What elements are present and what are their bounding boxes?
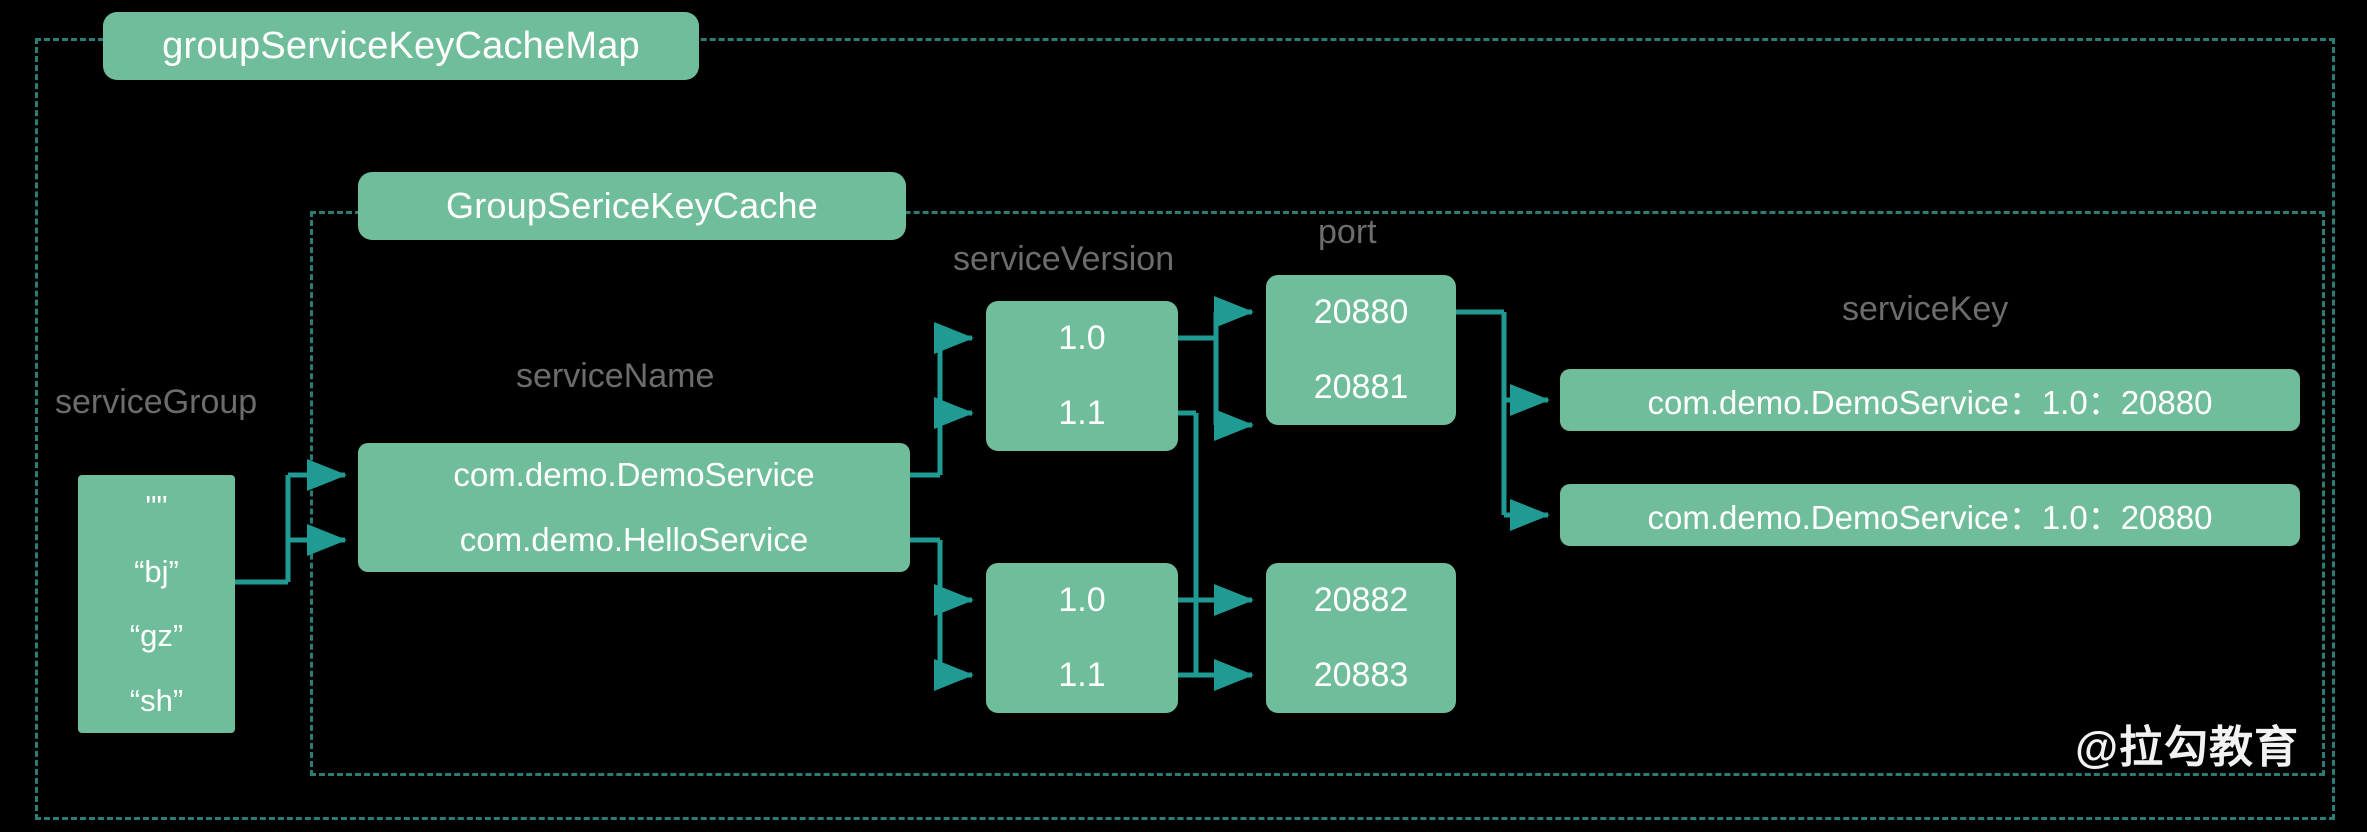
- port-cell: 20880: [1313, 293, 1409, 331]
- outer-group-boundary: [35, 38, 2335, 820]
- caption-port: port: [1318, 213, 1377, 251]
- service-name-cell: com.demo.HelloService: [459, 520, 809, 558]
- port-stack-2: 20882 20883: [1266, 563, 1456, 713]
- service-version-stack-2: 1.0 1.1: [986, 563, 1178, 713]
- port-cell: 20882: [1313, 581, 1409, 619]
- service-key-box-1: com.demo.DemoService：1.0：20880: [1560, 369, 2300, 431]
- watermark: @拉勾教育: [2075, 723, 2299, 772]
- service-group-cell: "": [145, 489, 168, 525]
- service-key-box-2: com.demo.DemoService：1.0：20880: [1560, 484, 2300, 546]
- inner-group-boundary: [310, 211, 2325, 776]
- service-group-cell: “bj”: [134, 553, 179, 589]
- service-version-stack-1: 1.0 1.1: [986, 301, 1178, 451]
- cache-title-pill: GroupSericeKeyCache: [358, 172, 906, 240]
- caption-service-name: serviceName: [516, 357, 715, 395]
- service-name-stack: com.demo.DemoService com.demo.HelloServi…: [358, 443, 910, 572]
- service-version-cell: 1.1: [1058, 394, 1106, 432]
- service-version-cell: 1.0: [1058, 581, 1106, 619]
- service-group-cell: “sh”: [129, 682, 184, 718]
- caption-service-key: serviceKey: [1842, 290, 2009, 328]
- caption-service-version: serviceVersion: [953, 240, 1175, 278]
- service-name-cell: com.demo.DemoService: [453, 456, 815, 494]
- service-version-cell: 1.1: [1058, 656, 1106, 694]
- service-group-cell: “gz”: [129, 618, 184, 654]
- map-title-pill: groupServiceKeyCacheMap: [103, 12, 699, 80]
- service-group-stack: "" “bj” “gz” “sh”: [78, 475, 235, 733]
- port-cell: 20883: [1313, 656, 1409, 694]
- port-stack-1: 20880 20881: [1266, 275, 1456, 425]
- port-cell: 20881: [1313, 368, 1409, 406]
- caption-service-group: serviceGroup: [55, 383, 258, 421]
- service-version-cell: 1.0: [1058, 319, 1106, 357]
